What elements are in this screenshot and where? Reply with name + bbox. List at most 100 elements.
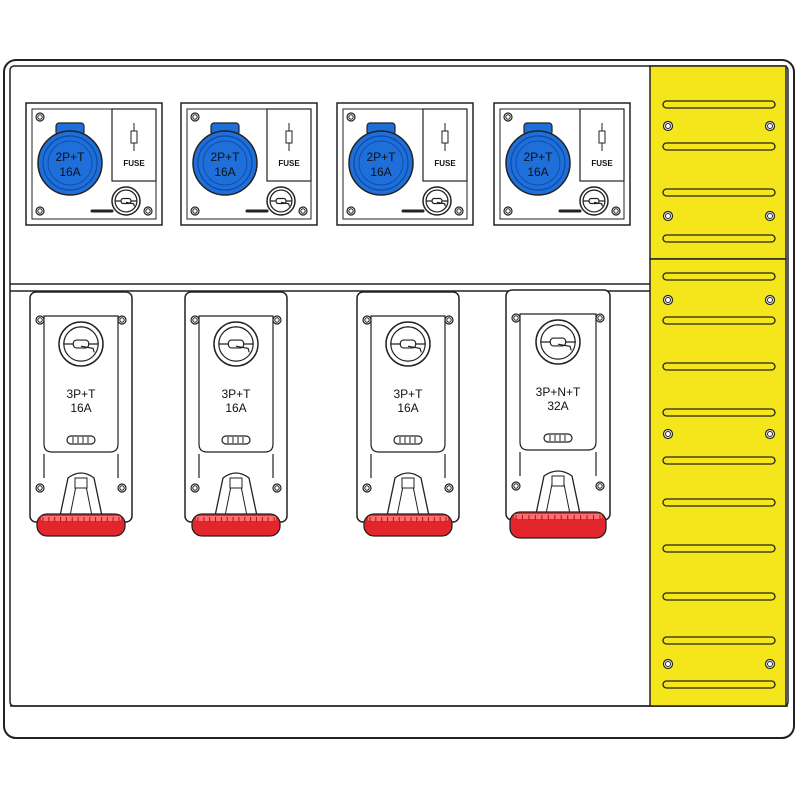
screw-icon bbox=[503, 112, 513, 122]
socket-rating-label: 3P+T bbox=[393, 387, 423, 401]
indicator-icon bbox=[393, 435, 423, 445]
red-socket-icon bbox=[509, 511, 607, 539]
screw-icon bbox=[35, 315, 45, 325]
socket-rating-label: 3P+T bbox=[66, 387, 96, 401]
rail-slot-icon bbox=[662, 456, 776, 465]
screw-icon bbox=[595, 313, 605, 323]
rotary-switch-icon bbox=[385, 321, 431, 367]
screw-icon bbox=[117, 315, 127, 325]
fuse-label: FUSE bbox=[434, 159, 456, 168]
screw-icon bbox=[346, 112, 356, 122]
screw-icon bbox=[444, 483, 454, 493]
rotary-switch-icon bbox=[579, 186, 609, 216]
socket-current-label: 16A bbox=[397, 401, 418, 415]
socket-rating-label: 2P+T bbox=[55, 150, 85, 164]
screw-icon bbox=[595, 481, 605, 491]
socket-rating-label: 2P+T bbox=[210, 150, 240, 164]
screw-icon bbox=[190, 315, 200, 325]
rotary-switch-icon bbox=[58, 321, 104, 367]
screw-icon bbox=[764, 658, 776, 670]
rail-slot-icon bbox=[662, 362, 776, 371]
screw-icon bbox=[362, 483, 372, 493]
indicator-icon bbox=[543, 433, 573, 443]
red-socket-icon bbox=[36, 513, 126, 537]
rail-slot-icon bbox=[662, 100, 776, 109]
fuse-icon bbox=[441, 123, 449, 151]
socket-rating-label: 2P+T bbox=[523, 150, 553, 164]
socket-housing bbox=[370, 454, 446, 517]
socket-current-label: 16A bbox=[70, 401, 91, 415]
rail-slot-icon bbox=[662, 636, 776, 645]
socket-housing bbox=[43, 454, 119, 517]
rail-slot-icon bbox=[662, 234, 776, 243]
screw-icon bbox=[662, 120, 674, 132]
screw-icon bbox=[454, 206, 464, 216]
socket-current-label: 16A bbox=[370, 165, 391, 179]
screw-icon bbox=[511, 481, 521, 491]
socket-rating-label: 3P+T bbox=[221, 387, 251, 401]
screw-icon bbox=[764, 120, 776, 132]
socket-rating-label: 2P+T bbox=[366, 150, 396, 164]
screw-icon bbox=[35, 112, 45, 122]
socket-current-label: 32A bbox=[547, 399, 568, 413]
fuse-label: FUSE bbox=[123, 159, 145, 168]
screw-icon bbox=[764, 210, 776, 222]
rotary-switch-icon bbox=[213, 321, 259, 367]
socket-current-label: 16A bbox=[225, 401, 246, 415]
screw-icon bbox=[662, 428, 674, 440]
rail-slot-icon bbox=[662, 272, 776, 281]
screw-icon bbox=[143, 206, 153, 216]
screw-icon bbox=[764, 294, 776, 306]
rotary-switch-icon bbox=[535, 319, 581, 365]
indicator-icon bbox=[221, 435, 251, 445]
rail-slot-icon bbox=[662, 316, 776, 325]
screw-icon bbox=[190, 206, 200, 216]
blue-socket-icon bbox=[192, 122, 258, 196]
fuse-icon bbox=[285, 123, 293, 151]
rail-slot-icon bbox=[662, 680, 776, 689]
rail-slot-icon bbox=[662, 498, 776, 507]
rail-slot-icon bbox=[662, 544, 776, 553]
indicator-icon bbox=[66, 435, 96, 445]
screw-icon bbox=[298, 206, 308, 216]
socket-current-label: 16A bbox=[214, 165, 235, 179]
rail-lower-panel bbox=[649, 258, 787, 707]
screw-icon bbox=[764, 428, 776, 440]
screw-icon bbox=[272, 483, 282, 493]
screw-icon bbox=[346, 206, 356, 216]
fuse-icon bbox=[130, 123, 138, 151]
screw-icon bbox=[362, 315, 372, 325]
rail-slot-icon bbox=[662, 142, 776, 151]
screw-icon bbox=[117, 483, 127, 493]
fuse-label: FUSE bbox=[278, 159, 300, 168]
rail-slot-icon bbox=[662, 408, 776, 417]
blue-socket-icon bbox=[348, 122, 414, 196]
screw-icon bbox=[662, 210, 674, 222]
red-socket-icon bbox=[191, 513, 281, 537]
rotary-switch-icon bbox=[266, 186, 296, 216]
rail-slot-icon bbox=[662, 188, 776, 197]
screw-icon bbox=[272, 315, 282, 325]
rail-slot-icon bbox=[662, 592, 776, 601]
socket-housing bbox=[519, 452, 597, 515]
screw-icon bbox=[662, 294, 674, 306]
red-socket-icon bbox=[363, 513, 453, 537]
screw-icon bbox=[35, 483, 45, 493]
socket-current-label: 16A bbox=[527, 165, 548, 179]
socket-housing bbox=[198, 454, 274, 517]
screw-icon bbox=[511, 313, 521, 323]
din-rail-column bbox=[649, 65, 787, 707]
rotary-switch-icon bbox=[422, 186, 452, 216]
rail-upper-panel bbox=[649, 65, 787, 260]
